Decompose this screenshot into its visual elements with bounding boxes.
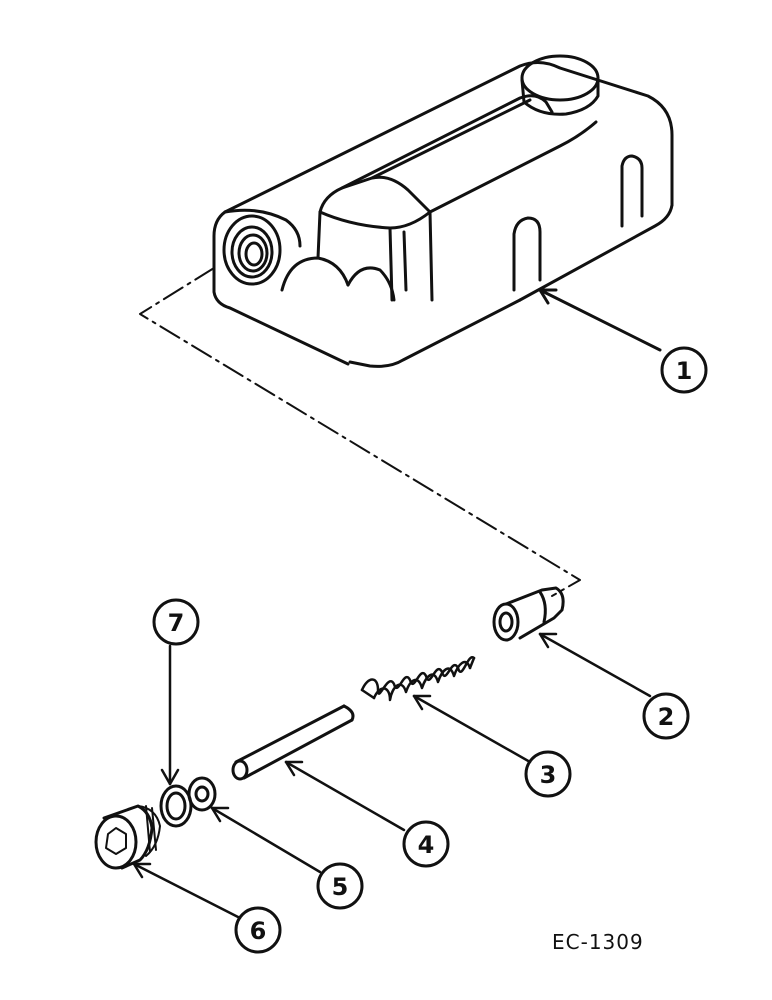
- callout-label-3: 3: [540, 761, 557, 789]
- o-ring: [159, 784, 193, 828]
- callout-2: 2: [642, 692, 690, 740]
- callout-label-1: 1: [676, 357, 693, 385]
- spring: [360, 656, 476, 702]
- callout-5: 5: [316, 862, 364, 910]
- figure-reference-code: EC-1309: [552, 930, 644, 954]
- callout-1: 1: [660, 346, 708, 394]
- assembly-centerline: [139, 267, 581, 597]
- callout-label-4: 4: [418, 831, 435, 859]
- callout-label-6: 6: [250, 917, 267, 945]
- callout-7: 7: [152, 598, 200, 646]
- pin: [231, 704, 355, 781]
- washer: [187, 776, 217, 812]
- callout-label-7: 7: [168, 609, 185, 637]
- threaded-port: [222, 214, 282, 286]
- callout-4: 4: [402, 820, 450, 868]
- leader-line-1: [538, 288, 662, 352]
- plug: [94, 804, 161, 870]
- arrowhead-1: [538, 288, 558, 305]
- callout-6: 6: [234, 906, 282, 954]
- valve-plunger: [492, 586, 565, 642]
- housing-cap: [520, 54, 600, 116]
- callout-label-2: 2: [658, 703, 675, 731]
- leader-lines: [132, 632, 652, 920]
- valve-housing: [212, 54, 674, 368]
- callout-label-5: 5: [332, 873, 349, 901]
- callout-3: 3: [524, 750, 572, 798]
